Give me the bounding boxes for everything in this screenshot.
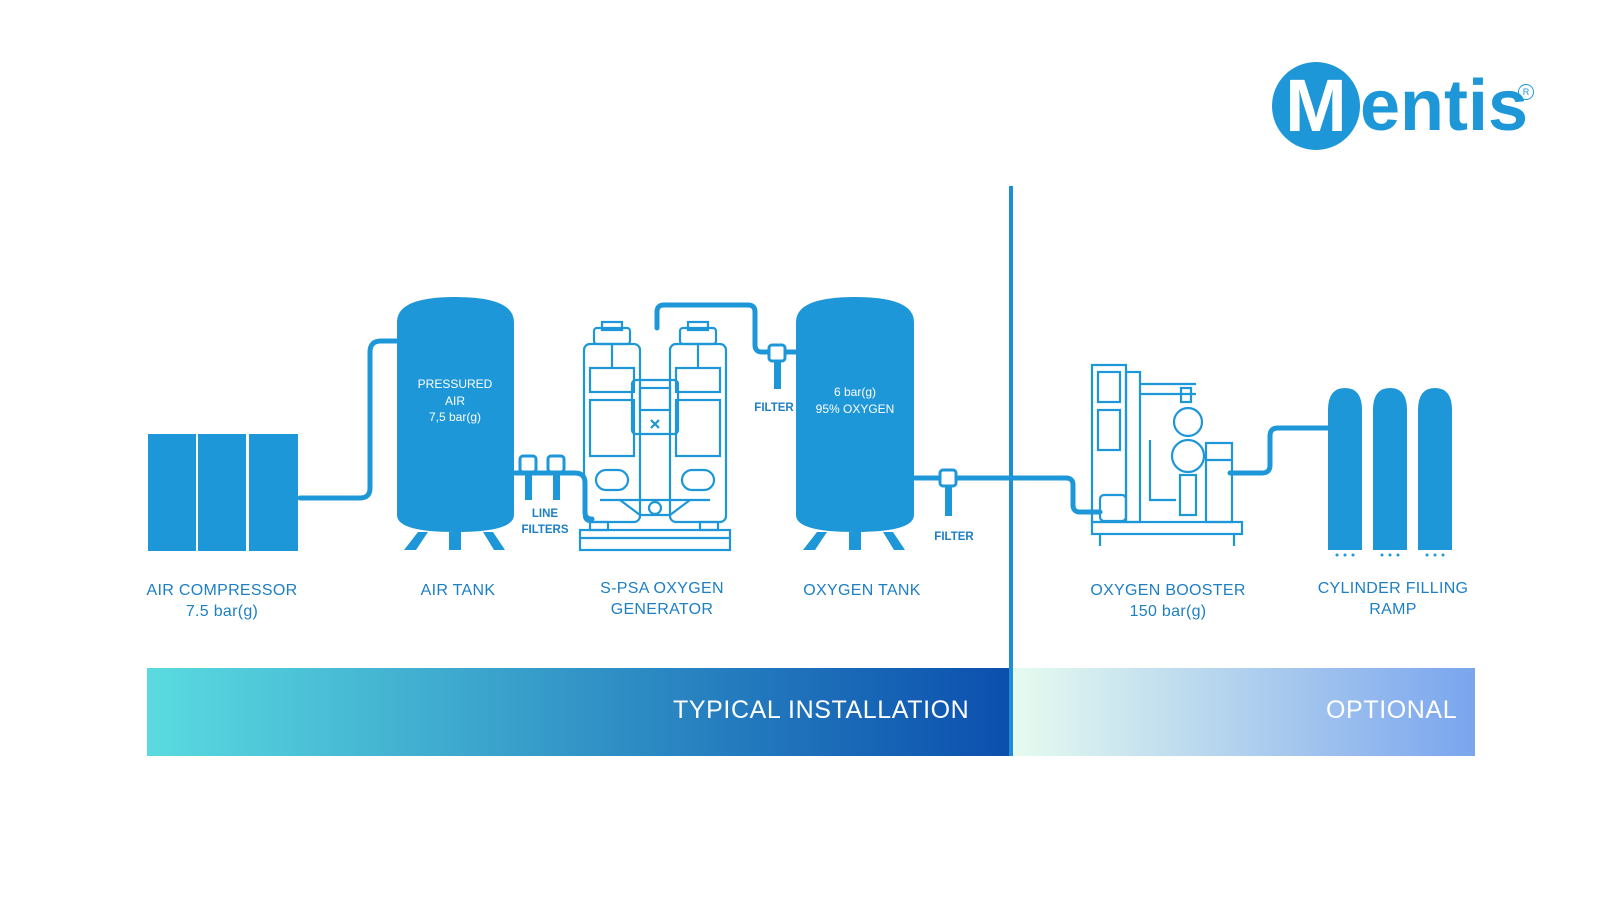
line-filters-label-2: FILTERS <box>521 524 569 536</box>
cylinder-ramp-graphic <box>1328 388 1452 557</box>
registered-mark: R <box>1518 84 1534 100</box>
oxygen-booster-pressure: 150 bar(g) <box>1129 603 1207 620</box>
logo-circle <box>1272 62 1360 150</box>
oxygen-booster-label: OXYGEN BOOSTER 150 bar(g) <box>1078 580 1258 622</box>
air-compressor-name: AIR COMPRESSOR <box>146 582 298 599</box>
line-filters-label-1: LINE <box>531 508 559 520</box>
air-tank-inner-line2: AIR <box>444 393 465 408</box>
oxygen-booster-name: OXYGEN BOOSTER <box>1090 582 1246 599</box>
spsa-generator-label: S-PSA OXYGEN GENERATOR <box>582 578 742 620</box>
air-tank-inner-line1: PRESSURED <box>417 377 493 391</box>
filter-bottom-graphic <box>938 468 958 516</box>
oxygen-tank-inner-line2: 95% OXYGEN <box>815 401 895 416</box>
line-filters-graphic <box>518 454 566 500</box>
air-tank-inner-label: PRESSURED AIR 7,5 bar(g) <box>402 376 508 426</box>
oxygen-tank-name: OXYGEN TANK <box>803 582 921 599</box>
spsa-generator-name-1: S-PSA OXYGEN <box>600 580 724 597</box>
cylinder-ramp-name-2: RAMP <box>1369 601 1417 618</box>
logo-initial: M <box>1285 64 1347 147</box>
section-divider <box>1009 186 1013 756</box>
optional-band <box>1013 668 1475 756</box>
air-tank-name: AIR TANK <box>420 582 496 599</box>
oxygen-tank-inner-line1: 6 bar(g) <box>833 385 877 399</box>
cylinder-ramp-name-1: CYLINDER FILLING <box>1317 580 1469 597</box>
filter-top-label: FILTER <box>754 402 794 414</box>
air-tank-label: AIR TANK <box>398 580 518 601</box>
typical-installation-text: TYPICAL INSTALLATION <box>673 696 970 724</box>
air-tank-inner-line3: 7,5 bar(g) <box>428 410 482 424</box>
cylinder-ramp-label: CYLINDER FILLING RAMP <box>1298 578 1488 620</box>
spsa-generator-graphic <box>578 320 732 552</box>
oxygen-tank-inner-label: 6 bar(g) 95% OXYGEN <box>802 384 908 417</box>
optional-text: OPTIONAL <box>1326 696 1458 724</box>
oxygen-tank-label: OXYGEN TANK <box>792 580 932 601</box>
pipes <box>297 302 1333 522</box>
oxygen-tank-graphic <box>796 297 914 550</box>
air-tank-graphic <box>397 297 514 550</box>
air-compressor-label: AIR COMPRESSOR 7.5 bar(g) <box>122 580 322 622</box>
line-filters-label: LINE FILTERS <box>515 506 575 538</box>
spsa-generator-name-2: GENERATOR <box>610 601 714 618</box>
air-compressor-graphic <box>148 434 298 551</box>
mentis-logo: M entis R <box>1272 60 1546 152</box>
filter-top-graphic <box>767 343 787 389</box>
logo-wordmark: entis <box>1360 66 1529 146</box>
typical-installation-band <box>147 668 1009 756</box>
filter-bottom-label: FILTER <box>934 531 974 543</box>
oxygen-booster-graphic <box>1090 363 1244 546</box>
air-compressor-pressure: 7.5 bar(g) <box>185 603 259 620</box>
